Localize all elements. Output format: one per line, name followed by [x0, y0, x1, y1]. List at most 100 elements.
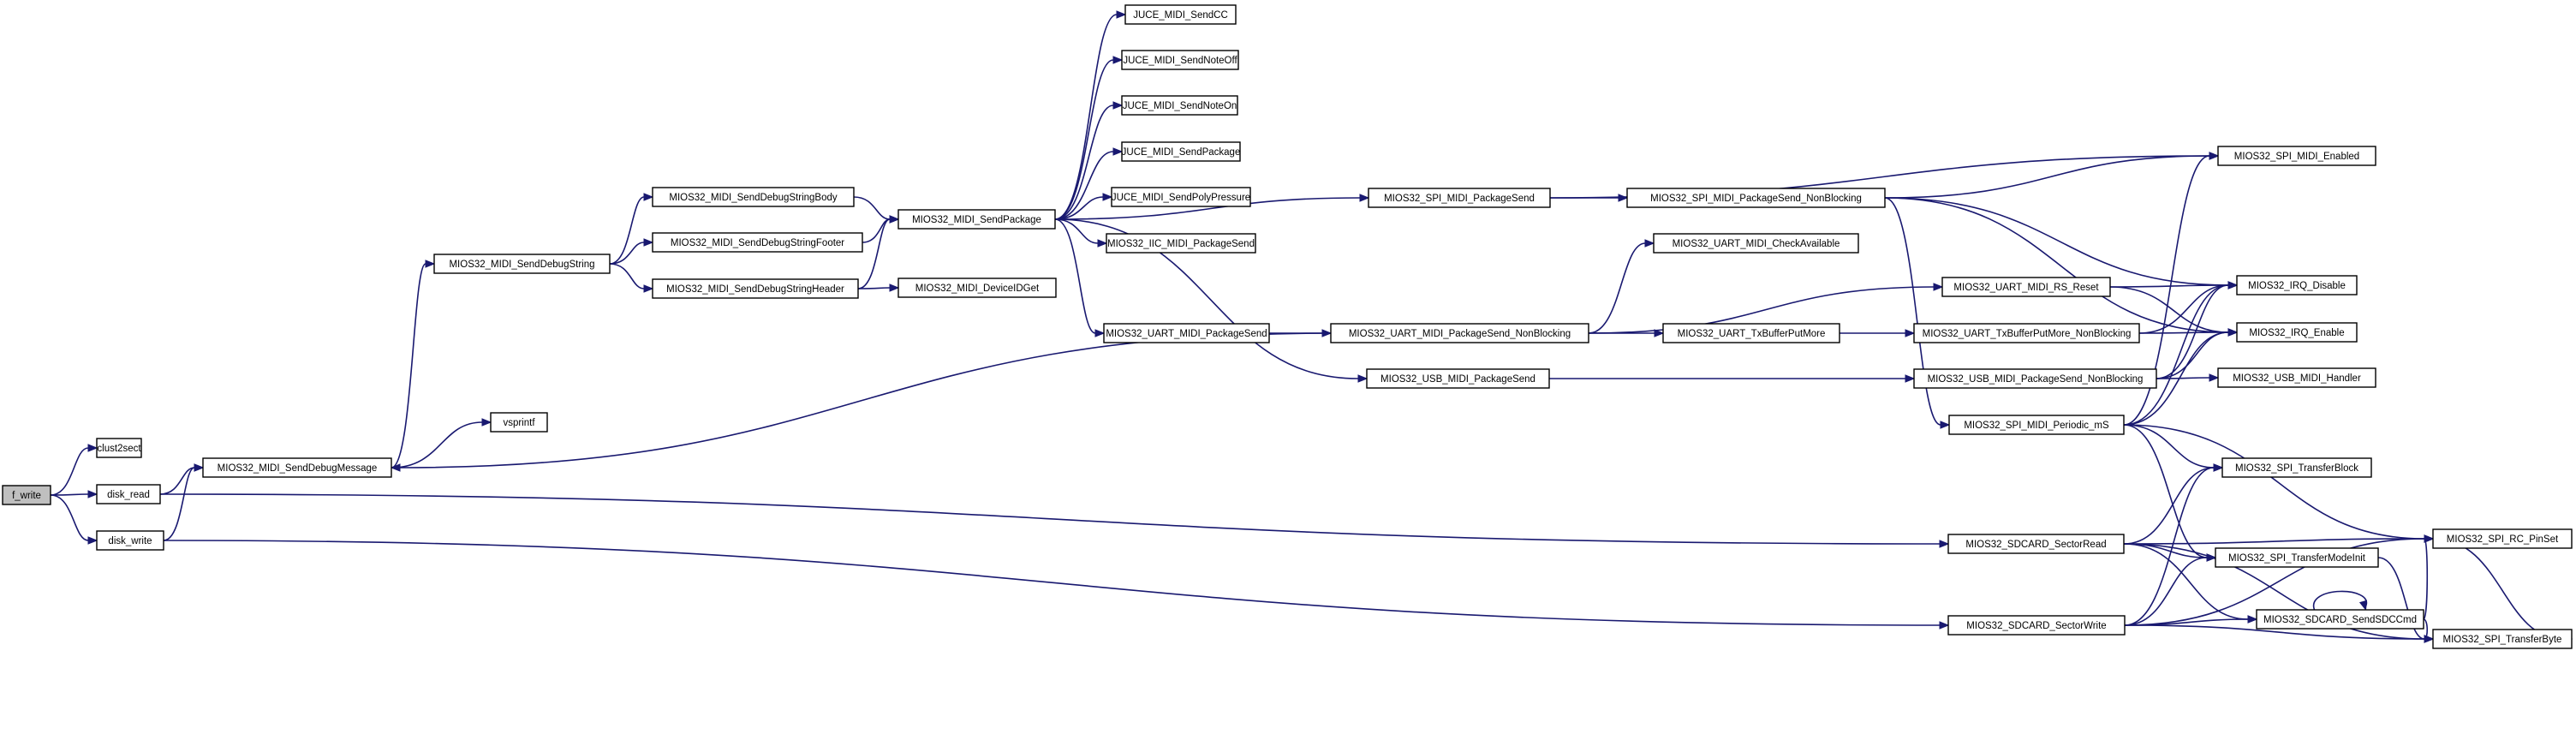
node-SendSDCCmd[interactable]: MIOS32_SDCARD_SendSDCCmd — [2256, 609, 2424, 630]
edge-SendSDCCmd-to-SendSDCCmd — [2312, 590, 2368, 612]
edge-TxBufMore-to-TxBufMoreNB — [1840, 329, 1916, 337]
node-JSendCC[interactable]: JUCE_MIDI_SendCC — [1124, 4, 1237, 25]
node-TxBufMoreNB[interactable]: MIOS32_UART_TxBufferPutMore_NonBlocking — [1913, 323, 2140, 343]
node-TransferBlock[interactable]: MIOS32_SPI_TransferBlock — [2221, 457, 2372, 478]
node-IICPkg[interactable]: MIOS32_IIC_MIDI_PackageSend — [1106, 233, 1256, 254]
edge-SendPackage-to-USBPkg — [1054, 218, 1368, 383]
edge-RCPinSet-to-TransferByte — [2432, 538, 2573, 643]
nodes-layer: f_writeclust2sectdisk_readdisk_writeMIOS… — [2, 4, 2573, 649]
node-USBNB[interactable]: MIOS32_USB_MIDI_PackageSend_NonBlocking — [1913, 368, 2157, 389]
node-SendDebugMessage[interactable]: MIOS32_MIDI_SendDebugMessage — [202, 457, 392, 478]
node-StrFooter[interactable]: MIOS32_MIDI_SendDebugStringFooter — [652, 232, 863, 253]
node-label: clust2sect — [97, 444, 141, 454]
node-UARTNB[interactable]: MIOS32_UART_MIDI_PackageSend_NonBlocking — [1330, 323, 1589, 343]
edge-SendPackage-to-SPIPkg — [1054, 194, 1370, 220]
node-IRQEn[interactable]: MIOS32_IRQ_Enable — [2236, 322, 2358, 343]
node-SPIPkg[interactable]: MIOS32_SPI_MIDI_PackageSend — [1368, 188, 1551, 208]
node-f_write[interactable]: f_write — [2, 485, 51, 505]
node-RCPinSet[interactable]: MIOS32_SPI_RC_PinSet — [2432, 528, 2573, 549]
node-box — [96, 530, 164, 551]
node-box — [1947, 534, 2125, 554]
node-box — [652, 187, 855, 207]
edge-Periodic-to-IRQEn — [2123, 328, 2239, 426]
node-SPIEnabled[interactable]: MIOS32_SPI_MIDI_Enabled — [2217, 146, 2376, 166]
node-box — [1103, 323, 1270, 343]
edge-SPIPkg-to-SPINB — [1550, 194, 1629, 202]
node-UARTPkg[interactable]: MIOS32_UART_MIDI_PackageSend — [1103, 323, 1270, 343]
node-box — [2215, 547, 2379, 568]
edge-SendDebugMessage-to-SendDebugString — [391, 260, 436, 469]
edge-SendDebugString-to-StrHeader — [609, 263, 654, 293]
node-box — [2236, 322, 2358, 343]
node-TransferMode[interactable]: MIOS32_SPI_TransferModeInit — [2215, 547, 2379, 568]
node-box — [1913, 323, 2140, 343]
edge-USBNB-to-USBHandler — [2156, 373, 2220, 382]
node-StrBody[interactable]: MIOS32_MIDI_SendDebugStringBody — [652, 187, 855, 207]
node-label: MIOS32_SDCARD_SectorWrite — [1966, 621, 2106, 631]
node-USBPkg[interactable]: MIOS32_USB_MIDI_PackageSend — [1366, 368, 1550, 389]
node-disk_write[interactable]: disk_write — [96, 530, 164, 551]
edge-Periodic-to-RCPinSet — [2123, 424, 2435, 543]
node-Periodic[interactable]: MIOS32_SPI_MIDI_Periodic_mS — [1948, 415, 2125, 435]
node-SPINB[interactable]: MIOS32_SPI_MIDI_PackageSend_NonBlocking — [1626, 188, 1886, 208]
node-IRQDis[interactable]: MIOS32_IRQ_Disable — [2236, 275, 2358, 295]
edge-SendPackage-to-JSendCC — [1054, 10, 1127, 220]
edge-SDWrite-to-TransferBlock — [2124, 463, 2224, 626]
node-SDWrite[interactable]: MIOS32_SDCARD_SectorWrite — [1947, 615, 2126, 636]
node-box — [2432, 528, 2573, 549]
edge-SDWrite-to-TransferMode — [2124, 553, 2217, 626]
edge-USBPkg-to-USBNB — [1549, 374, 1916, 383]
node-label: MIOS32_MIDI_SendDebugStringFooter — [671, 238, 844, 248]
node-JNoteOff[interactable]: JUCE_MIDI_SendNoteOff — [1121, 50, 1239, 70]
node-USBHandler[interactable]: MIOS32_USB_MIDI_Handler — [2217, 367, 2376, 388]
node-label: MIOS32_IIC_MIDI_PackageSend — [1107, 239, 1255, 249]
edge-f_write-to-disk_write — [50, 494, 98, 545]
node-TxBufMore[interactable]: MIOS32_UART_TxBufferPutMore — [1662, 323, 1840, 343]
edge-SendPackage-to-JNoteOff — [1054, 56, 1124, 220]
node-label: MIOS32_UART_TxBufferPutMore — [1678, 329, 1826, 339]
node-JPackage[interactable]: JUCE_MIDI_SendPackage — [1121, 141, 1241, 162]
node-box — [1121, 141, 1241, 162]
node-label: MIOS32_SPI_MIDI_PackageSend_NonBlocking — [1650, 194, 1862, 204]
edge-TxBufMoreNB-to-IRQDis — [2138, 281, 2239, 334]
node-label: vsprintf — [503, 418, 535, 428]
node-box — [1653, 233, 1859, 254]
node-clust2sect[interactable]: clust2sect — [96, 438, 142, 458]
edge-SPINB-to-SPIEnabled — [1884, 152, 2220, 199]
node-StrHeader[interactable]: MIOS32_MIDI_SendDebugStringHeader — [652, 278, 859, 299]
node-vsprintf[interactable]: vsprintf — [490, 412, 548, 433]
edge-UARTNB-to-CheckAvail — [1588, 239, 1655, 334]
edge-UARTNB-to-TxBufMore — [1589, 329, 1665, 337]
node-DeviceIDGet[interactable]: MIOS32_MIDI_DeviceIDGet — [897, 278, 1057, 298]
edge-SDRead-to-TransferBlock — [2123, 463, 2224, 545]
node-box — [1366, 368, 1550, 389]
node-label: MIOS32_MIDI_SendPackage — [912, 215, 1041, 225]
node-label: JUCE_MIDI_SendPackage — [1122, 147, 1241, 158]
node-box — [1106, 233, 1256, 254]
edge-disk_read-to-SDRead — [159, 493, 1950, 548]
node-JPoly[interactable]: JUCE_MIDI_SendPolyPressure — [1111, 187, 1251, 207]
edge-Periodic-to-TransferMode — [2123, 424, 2217, 562]
node-label: disk_write — [108, 536, 152, 546]
node-box — [1330, 323, 1589, 343]
edge-SendDebugString-to-StrBody — [609, 193, 654, 265]
node-RSReset[interactable]: MIOS32_UART_MIDI_RS_Reset — [1941, 277, 2111, 297]
edge-UARTNB-to-SendDebugMessage — [390, 332, 1332, 472]
node-label: MIOS32_SPI_MIDI_Enabled — [2234, 152, 2359, 162]
node-box — [96, 438, 142, 458]
node-SendDebugString[interactable]: MIOS32_MIDI_SendDebugString — [433, 254, 611, 274]
node-JNoteOn[interactable]: JUCE_MIDI_SendNoteOn — [1121, 95, 1238, 116]
node-box — [1124, 4, 1237, 25]
node-TransferByte[interactable]: MIOS32_SPI_TransferByte — [2432, 629, 2573, 649]
node-box — [2256, 609, 2424, 630]
node-box — [2236, 275, 2358, 295]
node-disk_read[interactable]: disk_read — [96, 484, 161, 504]
node-box — [96, 484, 161, 504]
node-label: f_write — [12, 491, 41, 501]
node-CheckAvail[interactable]: MIOS32_UART_MIDI_CheckAvailable — [1653, 233, 1859, 254]
node-SDRead[interactable]: MIOS32_SDCARD_SectorRead — [1947, 534, 2125, 554]
node-SendPackage[interactable]: MIOS32_MIDI_SendPackage — [897, 209, 1056, 230]
node-box — [2221, 457, 2372, 478]
edge-Periodic-to-IRQDis — [2123, 281, 2239, 426]
node-label: JUCE_MIDI_SendPolyPressure — [1112, 193, 1250, 203]
